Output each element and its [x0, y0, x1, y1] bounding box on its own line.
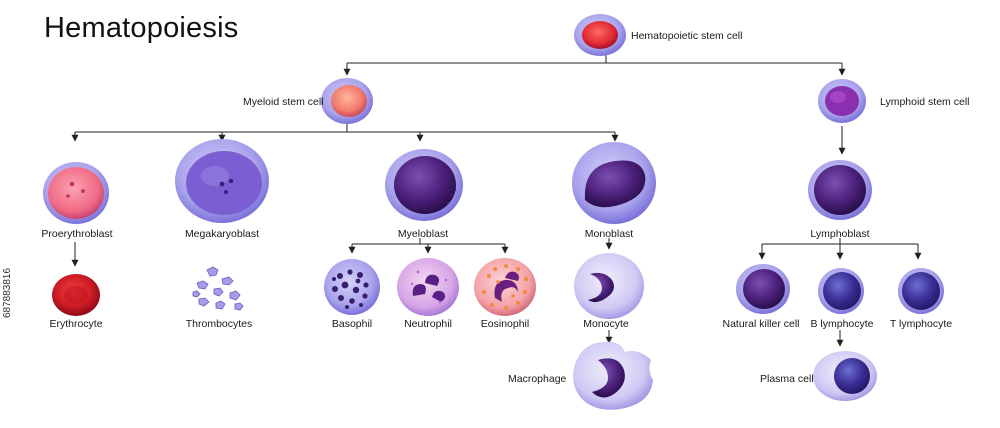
- eosinophil-cell: [474, 258, 536, 316]
- megakaryoblast-cell: [175, 139, 269, 223]
- myeloblast-cell: [385, 149, 463, 221]
- nk-cell: [736, 264, 790, 314]
- proerythroblast-cell: [43, 162, 109, 224]
- monoblast-cell: [572, 142, 656, 224]
- plasma-cell: [813, 351, 877, 401]
- label-t-lymphocyte: T lymphocyte: [889, 318, 953, 330]
- label-myeloblast: Myeloblast: [397, 228, 449, 240]
- label-lymphoblast: Lymphoblast: [810, 228, 870, 240]
- basophil-cell: [324, 259, 380, 315]
- diagram-title: Hematopoiesis: [44, 12, 239, 44]
- label-nk-cell: Natural killer cell: [722, 318, 800, 330]
- macrophage-cell: [573, 341, 653, 410]
- label-megakaryoblast: Megakaryoblast: [184, 228, 260, 240]
- label-neutrophil: Neutrophil: [404, 318, 452, 330]
- lymphoid-stem-cell: [818, 79, 866, 123]
- label-lymphoid: Lymphoid stem cell: [880, 96, 970, 108]
- myeloid-stem-cell: [321, 78, 373, 124]
- label-thrombocytes: Thrombocytes: [185, 318, 253, 330]
- label-b-lymphocyte: B lymphocyte: [810, 318, 874, 330]
- label-erythrocyte: Erythrocyte: [49, 318, 103, 330]
- erythrocyte-cell: [52, 274, 100, 316]
- hsc-cell: [574, 14, 626, 56]
- lymphoblast-cell: [808, 160, 872, 220]
- label-proerythroblast: Proerythroblast: [41, 228, 113, 240]
- stock-id: 687883816: [2, 267, 13, 318]
- label-basophil: Basophil: [331, 318, 373, 330]
- label-macrophage: Macrophage: [508, 373, 567, 385]
- label-eosinophil: Eosinophil: [480, 318, 530, 330]
- monocyte-cell: [574, 253, 644, 319]
- label-monoblast: Monoblast: [584, 228, 634, 240]
- connectors: [71, 55, 922, 347]
- thrombocytes-cluster: [192, 266, 244, 311]
- neutrophil-cell: [397, 258, 459, 316]
- label-plasma-cell: Plasma cell: [760, 373, 814, 385]
- label-myeloid: Myeloid stem cell: [243, 96, 324, 108]
- b-lymphocyte-cell: [818, 268, 864, 314]
- label-monocyte: Monocyte: [583, 318, 629, 330]
- label-hsc: Hematopoietic stem cell: [631, 30, 743, 42]
- t-lymphocyte-cell: [898, 268, 944, 314]
